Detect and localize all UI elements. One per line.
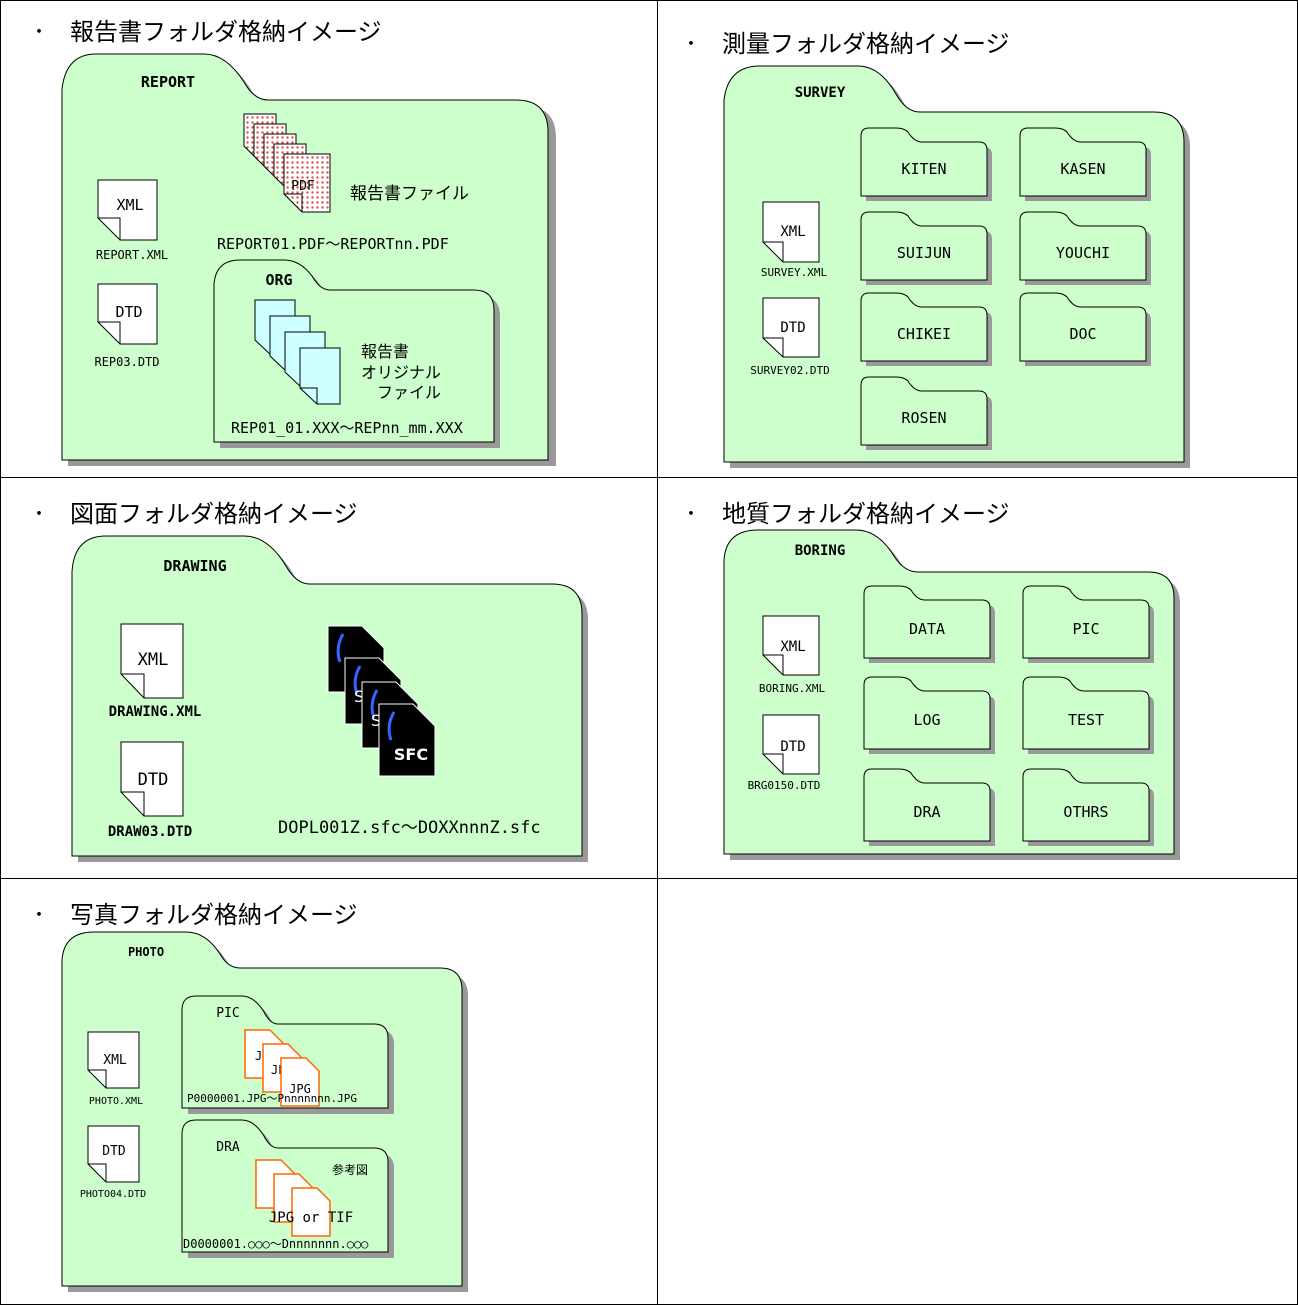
boring-dtd-filename: BRG0150.DTD bbox=[748, 779, 821, 792]
subfolder-youchi: YOUCHI bbox=[1019, 211, 1151, 285]
subfolder-rosen: ROSEN bbox=[860, 376, 992, 450]
subfolder-label: DRA bbox=[913, 803, 940, 821]
org-doc-stack-icon bbox=[254, 299, 341, 405]
bullet: ・ bbox=[682, 34, 700, 55]
pdf-stack-icon: PDF bbox=[243, 113, 331, 213]
jpg-stack-icon: JP JP JPG bbox=[244, 1029, 320, 1107]
boring-xml-filename: BORING.XML bbox=[759, 682, 826, 695]
org-caption-line3: ファイル bbox=[377, 383, 441, 402]
dtd-doc-icon: DTD bbox=[120, 741, 184, 817]
subfolder-label: DATA bbox=[909, 620, 945, 638]
subfolder-chikei: CHIKEI bbox=[860, 292, 992, 366]
dtd-doc-icon: DTD bbox=[97, 283, 158, 345]
report-dtd-filename: REP03.DTD bbox=[94, 355, 159, 369]
dra-folder-label: DRA bbox=[216, 1140, 240, 1155]
pic-folder-label: PIC bbox=[216, 1006, 239, 1021]
bullet: ・ bbox=[682, 504, 700, 525]
subfolder-dra: DRA bbox=[863, 768, 995, 846]
report-files-range: REPORT01.PDF〜REPORTnn.PDF bbox=[217, 235, 449, 253]
photo-dtd-filename: PHOTO04.DTD bbox=[80, 1189, 146, 1200]
org-caption-line1: 報告書 bbox=[361, 342, 409, 361]
drawing-folder: DRAWING bbox=[71, 535, 588, 862]
survey-folder-label: SURVEY bbox=[795, 85, 846, 101]
org-files-range: REP01_01.XXX〜REPnn_mm.XXX bbox=[231, 419, 463, 437]
subfolder-label: LOG bbox=[913, 711, 940, 729]
subfolder-pic: PIC bbox=[1022, 585, 1154, 663]
dra-format-label: JPG or TIF bbox=[269, 1210, 353, 1226]
bullet: ・ bbox=[30, 22, 48, 43]
photo-folder-label: PHOTO bbox=[128, 945, 164, 959]
survey-xml-filename: SURVEY.XML bbox=[761, 266, 828, 279]
subfolder-label: YOUCHI bbox=[1056, 244, 1110, 262]
boring-folder-label: BORING bbox=[795, 543, 846, 559]
survey-panel-title: 測量フォルダ格納イメージ bbox=[722, 30, 1010, 58]
report-files-caption: 報告書ファイル bbox=[350, 184, 469, 204]
sfc-label: SFC bbox=[394, 745, 428, 764]
xml-doc-icon: XML bbox=[762, 201, 820, 263]
subfolder-label: OTHRS bbox=[1063, 803, 1108, 821]
subfolder-label: ROSEN bbox=[901, 409, 946, 427]
boring-panel-title: 地質フォルダ格納イメージ bbox=[722, 500, 1010, 528]
sfc-partial-label: S bbox=[371, 711, 381, 730]
drawing-files-range: DOPL001Z.sfc〜DOXXnnnZ.sfc bbox=[278, 818, 541, 838]
xml-label: XML bbox=[780, 224, 805, 240]
dtd-doc-icon: DTD bbox=[762, 297, 820, 358]
xml-doc-icon: XML bbox=[87, 1031, 140, 1089]
drawing-dtd-filename: DRAW03.DTD bbox=[108, 824, 192, 840]
xml-label: XML bbox=[116, 196, 143, 214]
pic-files-range: P0000001.JPG〜Pnnnnnnn.JPG bbox=[187, 1092, 357, 1105]
pdf-label: PDF bbox=[291, 179, 315, 194]
subfolder-label: KITEN bbox=[901, 160, 946, 178]
jpg-tif-stack-icon bbox=[255, 1159, 331, 1237]
report-panel-title: 報告書フォルダ格納イメージ bbox=[70, 18, 382, 46]
dra-files-range: D0000001.○○○〜Dnnnnnnn.○○○ bbox=[183, 1237, 368, 1251]
jpg-label: JPG bbox=[289, 1082, 311, 1096]
xml-label: XML bbox=[103, 1053, 127, 1068]
dtd-doc-icon: DTD bbox=[87, 1125, 140, 1183]
sfc-partial-label: S bbox=[354, 687, 364, 706]
report-xml-filename: REPORT.XML bbox=[96, 248, 168, 262]
xml-doc-icon: XML bbox=[97, 179, 158, 241]
xml-label: XML bbox=[138, 650, 169, 670]
subfolder-label: PIC bbox=[1072, 620, 1099, 638]
dtd-label: DTD bbox=[780, 739, 805, 755]
dra-caption: 参考図 bbox=[332, 1162, 368, 1177]
subfolder-kiten: KITEN bbox=[860, 127, 992, 201]
dtd-label: DTD bbox=[115, 303, 142, 321]
subfolder-label: CHIKEI bbox=[897, 325, 951, 343]
dtd-label: DTD bbox=[780, 320, 805, 336]
bullet: ・ bbox=[30, 905, 48, 926]
bullet: ・ bbox=[30, 504, 48, 525]
org-caption-line2: オリジナル bbox=[361, 363, 441, 382]
xml-label: XML bbox=[780, 639, 805, 655]
subfolder-suijun: SUIJUN bbox=[860, 211, 992, 285]
subfolder-log: LOG bbox=[863, 676, 995, 754]
drawing-folder-label: DRAWING bbox=[163, 557, 226, 575]
subfolder-label: SUIJUN bbox=[897, 244, 951, 262]
survey-dtd-filename: SURVEY02.DTD bbox=[750, 364, 829, 377]
subfolder-kasen: KASEN bbox=[1019, 127, 1151, 201]
subfolder-othrs: OTHRS bbox=[1022, 768, 1154, 846]
subfolder-label: DOC bbox=[1069, 325, 1096, 343]
report-folder-label: REPORT bbox=[141, 73, 195, 91]
dtd-label: DTD bbox=[102, 1144, 126, 1159]
subfolder-label: KASEN bbox=[1060, 160, 1105, 178]
drawing-xml-filename: DRAWING.XML bbox=[109, 704, 202, 720]
photo-panel-title: 写真フォルダ格納イメージ bbox=[70, 901, 358, 929]
drawing-panel-title: 図面フォルダ格納イメージ bbox=[70, 500, 358, 528]
sfc-stack-icon: S S SFC bbox=[327, 625, 436, 777]
xml-doc-icon: XML bbox=[120, 623, 184, 699]
subfolder-doc: DOC bbox=[1019, 292, 1151, 366]
subfolder-test: TEST bbox=[1022, 676, 1154, 754]
org-folder-label: ORG bbox=[265, 271, 292, 289]
subfolder-data: DATA bbox=[863, 585, 995, 663]
xml-doc-icon: XML bbox=[762, 615, 820, 676]
dtd-doc-icon: DTD bbox=[762, 714, 820, 775]
dtd-label: DTD bbox=[138, 770, 169, 790]
photo-xml-filename: PHOTO.XML bbox=[89, 1096, 143, 1107]
subfolder-label: TEST bbox=[1068, 711, 1104, 729]
